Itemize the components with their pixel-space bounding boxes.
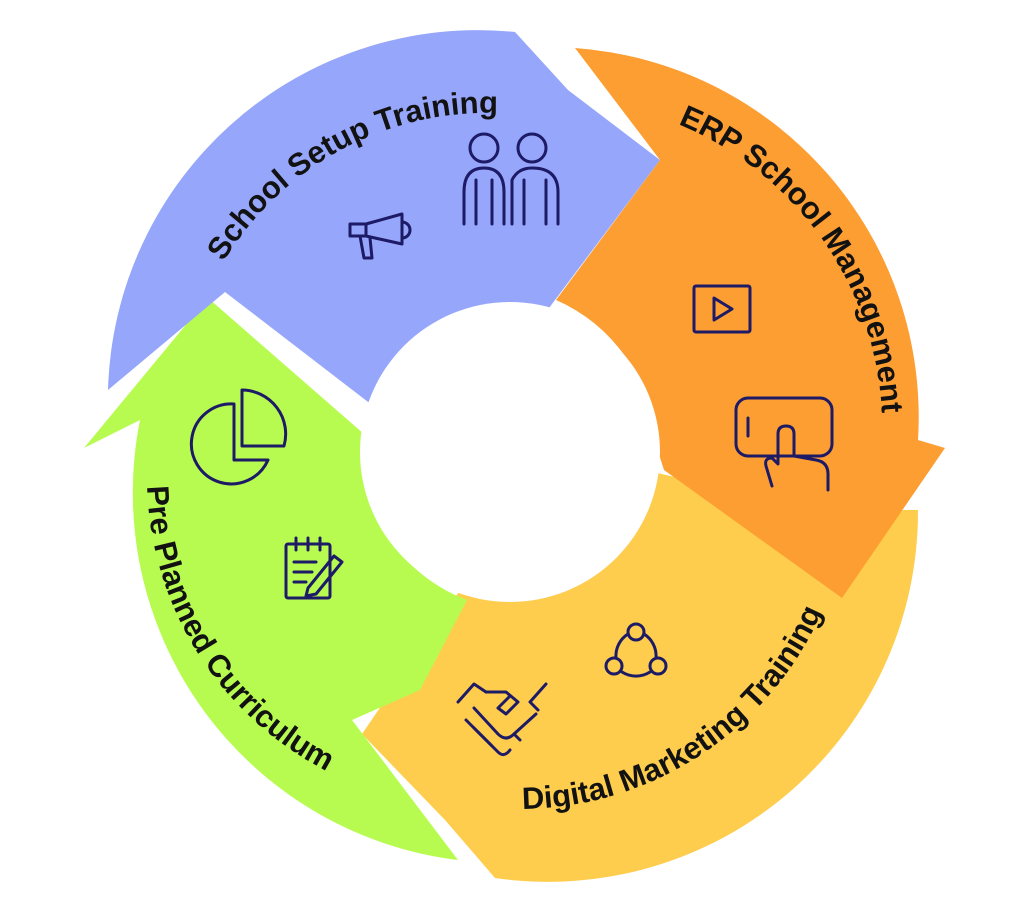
- segment-shape-pre-planned-curriculum: [84, 298, 467, 860]
- network-icon: [604, 622, 668, 678]
- people-icon: [462, 132, 560, 226]
- video-play-icon: [692, 284, 752, 334]
- megaphone-icon: [348, 212, 412, 260]
- handshake-icon: [456, 682, 548, 757]
- notepad-pencil-icon: [284, 536, 344, 600]
- center-hole: [360, 302, 660, 602]
- tablet-touch-icon: [734, 396, 834, 492]
- pie-chart-icon: [189, 388, 288, 486]
